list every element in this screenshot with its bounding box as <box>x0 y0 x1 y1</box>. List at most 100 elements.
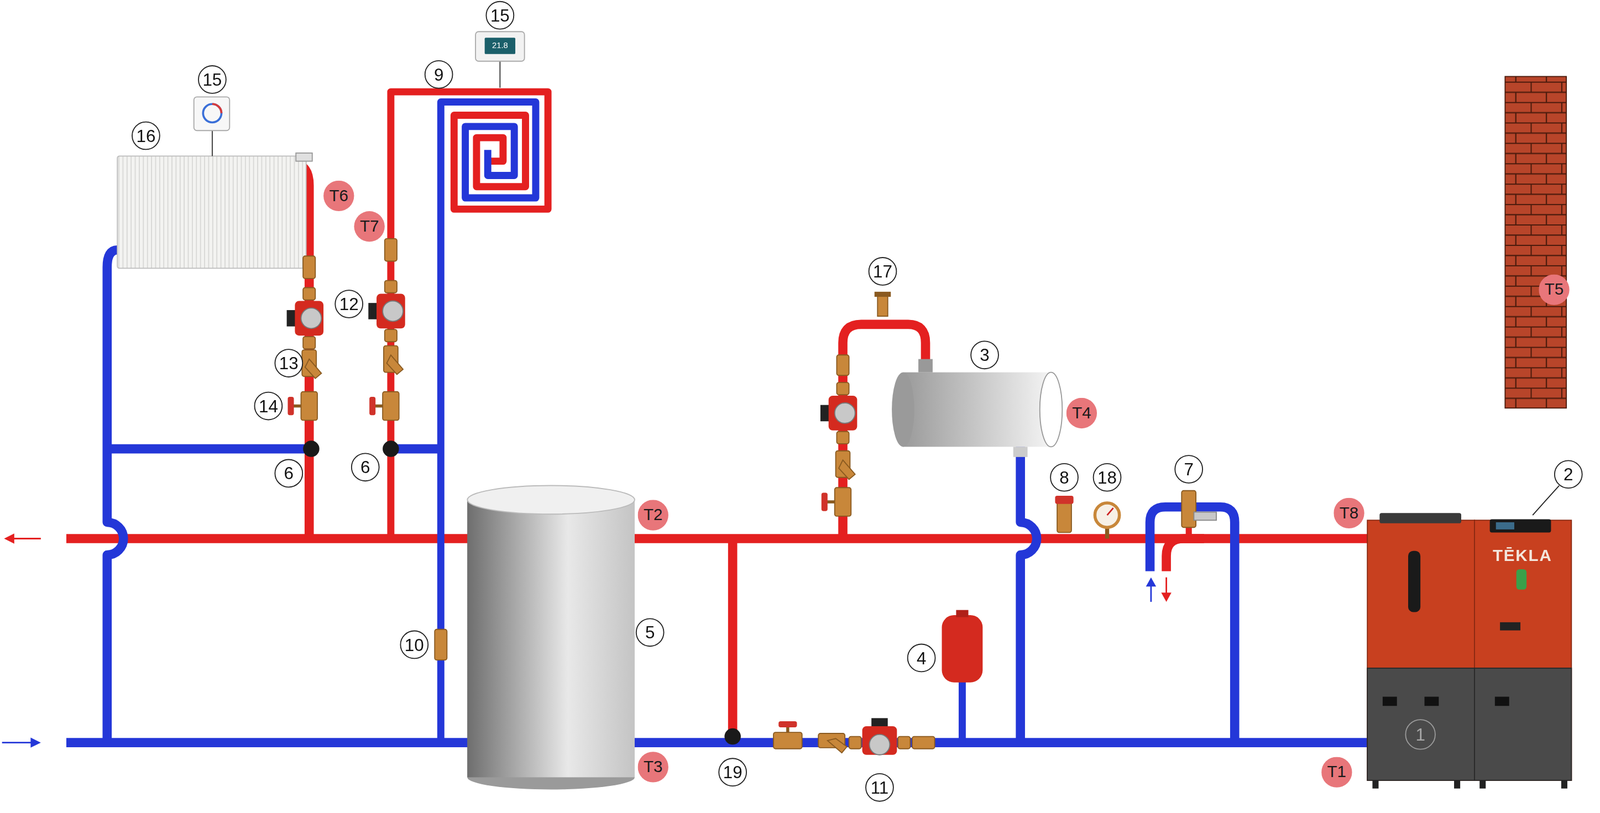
brand-logo <box>1516 569 1527 590</box>
temperature-sensor-mark: T1 <box>1321 756 1352 788</box>
pump-head <box>382 300 404 322</box>
flow-arrow <box>1165 577 1168 595</box>
flow-arrow-head <box>3 533 14 544</box>
brass-fitting <box>382 391 400 421</box>
callout-number: 17 <box>868 257 898 286</box>
cold-pipe <box>958 681 966 744</box>
valve-handle <box>778 721 797 728</box>
callout-number: 15 <box>197 65 227 94</box>
buffer-tank-body <box>467 499 635 778</box>
callout-number: 3 <box>970 340 1000 370</box>
expansion-vessel-cap <box>955 610 969 618</box>
callout-number: 4 <box>907 644 937 673</box>
outside-wall <box>1504 76 1567 409</box>
pump-motor <box>871 718 888 728</box>
hot-pipe <box>1166 539 1205 572</box>
temperature-sensor-mark: T2 <box>638 499 669 531</box>
safety-valve <box>1057 499 1072 533</box>
callout-number: 19 <box>718 757 747 787</box>
brass-fitting <box>897 736 911 750</box>
air-vent <box>877 294 888 317</box>
three-way-valve <box>382 440 400 458</box>
callout-number: 18 <box>1093 463 1122 493</box>
brass-fitting <box>384 238 397 262</box>
valve-stem <box>374 404 383 409</box>
strainer <box>387 354 404 375</box>
callout-number: 6 <box>351 452 380 482</box>
brass-fitting <box>836 431 849 444</box>
boiler-lid <box>1379 513 1462 524</box>
pump-motor <box>286 310 297 327</box>
cold-pipe <box>1020 446 1038 743</box>
brass-fitting <box>836 354 849 376</box>
thermostat-screen <box>484 37 516 55</box>
circulation-pump <box>828 395 858 431</box>
cold-pipe <box>1149 506 1235 743</box>
callout-number: 8 <box>1049 463 1079 493</box>
temperature-sensor-mark: T4 <box>1066 398 1097 429</box>
circulation-pump <box>376 294 406 329</box>
dhw-tank-port <box>918 359 933 373</box>
boiler-slot <box>1494 697 1510 707</box>
dhw-tank <box>902 372 1052 448</box>
dhw-tank-end <box>891 372 915 448</box>
brass-fitting <box>773 732 803 750</box>
three-way-valve <box>724 728 741 746</box>
temperature-sensor-mark: T7 <box>353 211 385 242</box>
brass-fitting <box>302 336 316 349</box>
boiler-foot <box>1561 780 1568 789</box>
expansion-vessel <box>942 615 983 683</box>
safety-valve-cap <box>1054 495 1074 505</box>
callout-number: 7 <box>1174 455 1204 484</box>
valve-handle <box>369 396 376 416</box>
brass-fitting <box>300 391 318 421</box>
callout-number: 6 <box>274 459 303 489</box>
valve-stem <box>826 500 835 504</box>
brass-fitting <box>302 255 316 279</box>
brass-fitting <box>302 287 316 300</box>
cold-pipe <box>66 738 1370 748</box>
boiler-foot <box>1479 780 1486 789</box>
brass-fitting <box>434 629 447 661</box>
brand-name: TĒKLA <box>1492 547 1553 565</box>
callout-number: 10 <box>399 630 429 660</box>
dhw-tank-port <box>1013 446 1028 457</box>
callout-number: 14 <box>254 391 284 421</box>
pump-head <box>300 307 322 329</box>
thermal-valve <box>1181 490 1196 528</box>
boiler-controller <box>1489 519 1552 533</box>
boiler <box>1367 520 1475 781</box>
pressure-gauge <box>1094 503 1120 528</box>
callout-number: 2 <box>1554 459 1583 489</box>
three-way-valve <box>302 440 320 458</box>
brass-fitting <box>834 487 852 517</box>
leader-line <box>211 130 213 156</box>
valve-stem <box>293 404 302 409</box>
gauge-needle <box>1107 508 1114 516</box>
brass-fitting <box>849 736 862 750</box>
pump-head <box>834 403 856 424</box>
flow-arrow-head <box>1146 577 1157 588</box>
gauge-stem <box>1105 528 1110 539</box>
callout-number: 13 <box>274 348 303 378</box>
dhw-tank-end <box>1039 372 1063 448</box>
flow-arrow <box>2 741 35 744</box>
cold-pipe <box>107 249 124 743</box>
flow-arrow <box>9 537 41 540</box>
temperature-sensor-mark: T8 <box>1333 498 1364 529</box>
radiator-valve <box>295 153 313 162</box>
controller-screen <box>1496 522 1515 530</box>
valve-handle <box>287 396 294 416</box>
flow-arrow-head <box>30 737 41 748</box>
strainer <box>305 359 322 379</box>
boiler-foot <box>1454 780 1461 789</box>
boiler-base <box>1367 668 1475 781</box>
strainer <box>838 459 856 480</box>
brass-fitting <box>836 382 849 395</box>
brass-fitting <box>384 329 397 342</box>
leader-line <box>499 61 501 88</box>
callout-number: 12 <box>334 289 364 319</box>
hot-pipe <box>728 539 738 744</box>
